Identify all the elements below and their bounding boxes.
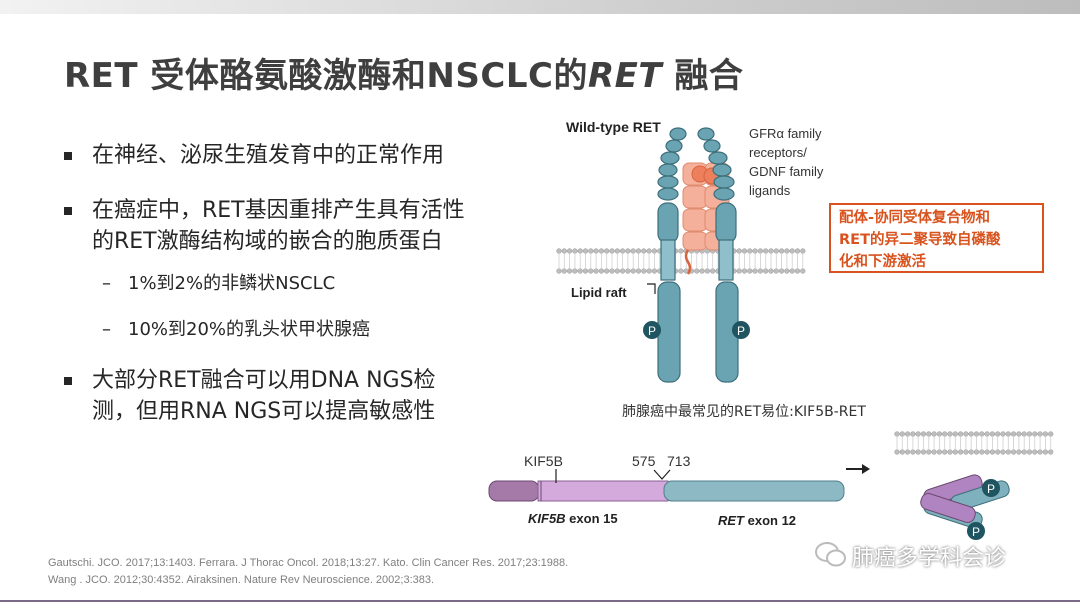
bullet-item: 在神经、泌尿生殖发育中的正常作用 bbox=[58, 140, 468, 171]
kif5b-label: KIF5B bbox=[524, 453, 563, 469]
page-title: RET 受体酪氨酸激酶和NSCLC的RET 融合 bbox=[64, 56, 744, 96]
kif5b-exon-label: KIF5B exon 15 bbox=[528, 511, 618, 526]
bullet-item: 大部分RET融合可以用DNA NGS检测，但用RNA NGS可以提高敏感性 bbox=[58, 365, 468, 427]
gfr-ligand-label: GFRα family receptors/ GDNF family ligan… bbox=[749, 126, 824, 198]
lipid-membrane-right bbox=[894, 431, 1054, 455]
lipid-membrane bbox=[556, 248, 811, 274]
svg-text:P: P bbox=[648, 324, 656, 338]
svg-text:P: P bbox=[737, 324, 745, 338]
top-gradient-bar bbox=[0, 0, 1080, 14]
references: Gautschi. JCO. 2017;13:1403. Ferrara. J … bbox=[48, 557, 569, 586]
kif5b-ret-fusion-gene bbox=[488, 469, 845, 502]
activation-callout: 配体-协同受体复合物和 RET的异二聚导致自磷酸 化和下游激活 bbox=[829, 203, 1044, 273]
wechat-icon bbox=[815, 542, 846, 567]
translocation-caption: 肺腺癌中最常见的RET易位:KIF5B-RET bbox=[622, 404, 866, 420]
sub-bullet-item: 1%到2%的非鳞状NSCLC bbox=[58, 271, 468, 297]
lipid-raft-bracket bbox=[647, 283, 656, 294]
right-arrow-icon bbox=[846, 464, 870, 474]
phospho-site-left: P bbox=[643, 321, 661, 339]
bottom-divider bbox=[0, 600, 1080, 602]
phospho-site-right: P bbox=[732, 321, 750, 339]
position-713-label: 713 bbox=[667, 453, 691, 469]
watermark-text: 肺癌多学科会诊 bbox=[852, 546, 1007, 571]
svg-text:P: P bbox=[972, 525, 980, 539]
ret-receptor-right bbox=[697, 127, 739, 383]
ret-receptor-left bbox=[657, 127, 687, 383]
svg-text:P: P bbox=[987, 482, 995, 496]
lipid-raft-label: Lipid raft bbox=[571, 285, 627, 300]
wild-type-ret-label: Wild-type RET bbox=[566, 119, 661, 135]
sub-bullet-item: 10%到20%的乳头状甲状腺癌 bbox=[58, 317, 468, 343]
bullet-list: 在神经、泌尿生殖发育中的正常作用 在癌症中，RET基因重排产生具有活性的RET激… bbox=[58, 140, 468, 451]
kif5b-ret-dimer: P P bbox=[920, 474, 1010, 540]
position-575-label: 575 bbox=[632, 453, 656, 469]
ret-exon-label: RET exon 12 bbox=[718, 513, 797, 528]
bullet-item: 在癌症中，RET基因重排产生具有活性的RET激酶结构域的嵌合的胞质蛋白 bbox=[58, 195, 468, 257]
